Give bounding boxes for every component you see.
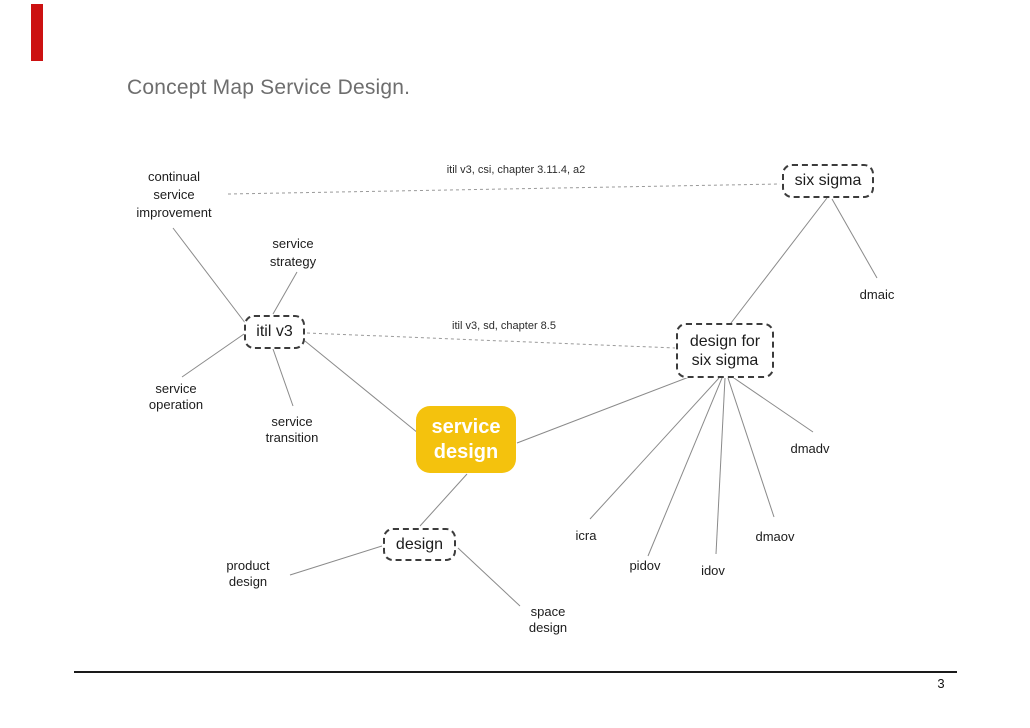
node-design: design: [383, 528, 456, 561]
edge-dfss-to-icra: [589, 377, 720, 520]
edge-itil-to-transition: [272, 348, 294, 407]
edge-label-itil-csi: itil v3, csi, chapter 3.11.4, a2: [446, 164, 586, 176]
edge-dfss-to-dmadv: [730, 375, 814, 433]
node-product-design: product design: [206, 558, 290, 589]
edge-itil-to-operation: [181, 333, 245, 378]
node-label: six sigma: [691, 351, 759, 369]
node-six-sigma: six sigma: [782, 164, 874, 198]
node-label: product: [226, 558, 270, 573]
node-label: strategy: [269, 254, 317, 269]
node-service-design: service design: [416, 406, 516, 473]
node-continual-service-improvement: continual service improvement: [116, 168, 232, 222]
node-dmadv: dmadv: [790, 441, 830, 456]
node-label: service: [155, 381, 197, 396]
node-label: design: [528, 619, 568, 635]
node-design-for-six-sigma: design for six sigma: [676, 323, 774, 378]
node-idov: idov: [701, 563, 725, 578]
node-label: service: [271, 414, 313, 429]
node-label: space: [530, 604, 566, 619]
slide-title: Concept Map Service Design.: [127, 76, 411, 99]
edge-six-sigma-to-dmaic: [831, 198, 878, 279]
node-service-operation: service operation: [134, 381, 218, 412]
edge-label-itil-sd: itil v3, sd, chapter 8.5: [452, 320, 556, 332]
node-service-transition: service transition: [250, 414, 334, 445]
node-label: service: [431, 415, 501, 438]
node-pidov: pidov: [629, 558, 661, 573]
node-dmaov: dmaov: [755, 529, 795, 544]
edge-dfss-to-pidov: [647, 377, 723, 557]
node-label: operation: [148, 396, 204, 412]
node-icra: icra: [575, 528, 597, 543]
node-label: improvement: [136, 205, 212, 220]
edge-six-sigma-to-dfss: [730, 197, 828, 324]
node-label: transition: [265, 429, 319, 445]
node-label: service: [153, 187, 195, 202]
node-dmaic: dmaic: [859, 287, 895, 302]
edge-dfss-to-dmaov: [727, 377, 775, 518]
edge-strategy-to-itil: [272, 271, 298, 315]
edge-design-to-space-design: [457, 547, 521, 607]
edge-itil-to-dfss: [306, 332, 676, 349]
node-label: service: [272, 236, 314, 251]
node-service-strategy: service strategy: [253, 235, 333, 271]
node-space-design: space design: [506, 604, 590, 635]
node-label: design for: [689, 332, 761, 350]
edge-dfss-to-idov: [715, 377, 726, 555]
edge-product-design-to-design: [289, 545, 383, 576]
red-accent-bar: [31, 4, 43, 61]
edge-csi-to-itil: [172, 227, 247, 325]
edge-dfss-to-service-design: [516, 376, 690, 444]
node-label: design: [228, 573, 268, 589]
edge-csi-to-six-sigma: [227, 183, 781, 195]
node-label: design: [433, 440, 499, 463]
node-label: continual: [147, 169, 201, 184]
page-number: 3: [937, 676, 945, 691]
edge-service-design-to-design: [419, 473, 468, 527]
node-itil-v3: itil v3: [244, 315, 305, 349]
footer-divider: [74, 671, 957, 673]
